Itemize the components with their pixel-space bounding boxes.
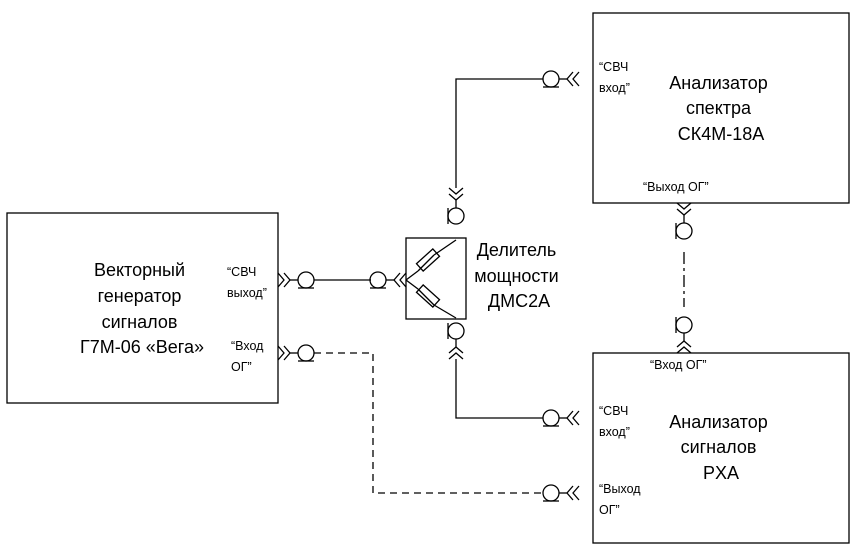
spectrum-analyzer-block	[592, 12, 850, 204]
pxa-rf-in-connector	[542, 409, 580, 427]
spectrum-rf-in-label: “СВЧ вход”	[599, 60, 632, 95]
generator-ref-in-label: “Вход ОГ”	[231, 339, 267, 374]
pxa-ref-out-connector	[542, 484, 580, 502]
splitter-title: Делитель мощности ДМС2А	[474, 240, 563, 311]
pxa-rf-in-label: “СВЧ вход”	[599, 404, 632, 439]
generator-title: Векторный генератор сигналов Г7М-06 «Вег…	[80, 260, 204, 357]
pxa-ref-out-label: “Выход ОГ”	[599, 482, 644, 517]
generator-rf-out-label: “СВЧ выход”	[227, 265, 267, 300]
spectrum-rf-in-connector	[542, 70, 580, 88]
signal-analyzer-title: Анализатор сигналов PXA	[669, 412, 772, 483]
wire-splitter-spectrum	[455, 78, 543, 188]
pxa-ref-in-label: “Вход ОГ”	[650, 358, 707, 372]
splitter-out1-connector	[447, 187, 465, 225]
wire-splitter-pxa	[455, 359, 543, 419]
spectrum-ref-out-label: “Выход ОГ”	[643, 180, 709, 194]
pxa-ref-in-connector	[675, 316, 693, 354]
splitter-resistors	[405, 239, 457, 319]
wire-generator-ref	[314, 352, 543, 494]
splitter-in-connector	[369, 271, 407, 289]
spectrum-analyzer-title: Анализатор спектра СК4М-18А	[669, 73, 772, 144]
generator-block	[6, 212, 279, 404]
spectrum-ref-out-connector	[675, 202, 693, 240]
generator-ref-in-connector	[277, 344, 315, 362]
generator-rf-out-connector	[277, 271, 315, 289]
splitter-out2-connector	[447, 322, 465, 360]
signal-analyzer-block	[592, 352, 850, 544]
